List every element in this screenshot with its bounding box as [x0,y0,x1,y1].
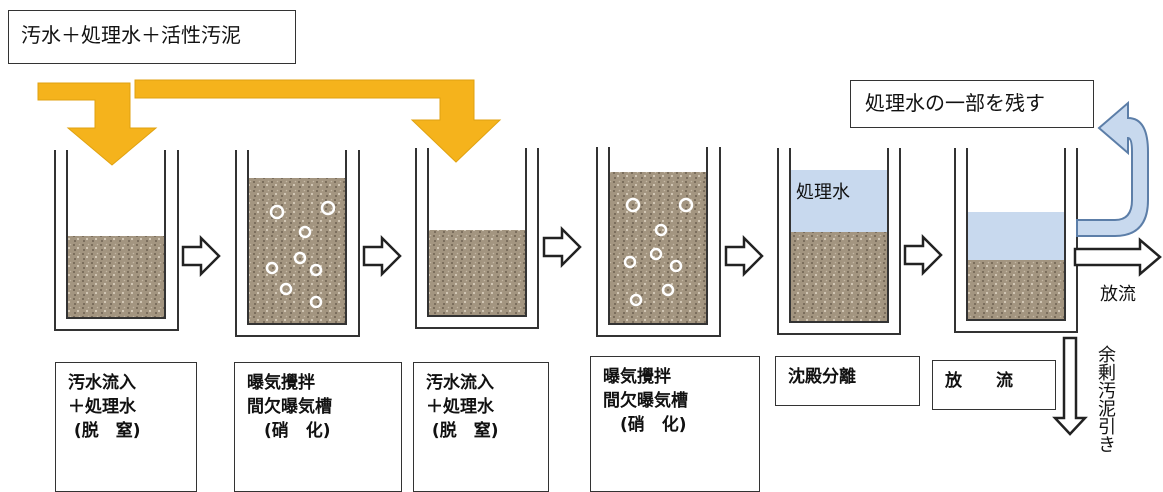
tank-3 [415,148,539,329]
recycle-label-box: 処理水の一部を残す [850,80,1094,128]
flow-arrow-2 [362,234,402,278]
flow-arrow-5 [903,233,943,277]
stage-label-2: 曝気攪拌 間欠曝気槽 (硝 化) [234,362,402,492]
tank-1 [54,150,179,331]
excess-sludge-label: 余剰汚泥引き [1095,345,1116,453]
flow-arrow-4 [724,234,764,278]
flow-arrow-1 [181,234,221,278]
input-label: 汚水＋処理水＋活性汚泥 [21,23,241,47]
discharge-label: 放流 [1100,284,1136,305]
discharge-arrow [1073,237,1162,277]
stage-label-4: 曝気攪拌 間欠曝気槽 (硝 化) [590,356,760,492]
clear-water-label: 処理水 [796,182,850,203]
flow-arrows [181,225,943,278]
recycle-label: 処理水の一部を残す [865,91,1045,115]
feed-arrow-1 [37,82,158,166]
recycle-arrow [1076,100,1149,237]
tank-2 [235,150,360,337]
stage-label-1: 汚水流入 ＋処理水 (脱 窒) [55,362,197,492]
feed-arrow-2 [134,79,502,163]
stage-label-3: 汚水流入 ＋処理水 (脱 窒) [413,362,549,492]
air-bubbles [265,200,336,309]
tank-5 [777,148,901,335]
stage-label-5: 沈殿分離 [775,356,920,406]
tank-6 [954,148,1078,333]
flow-arrow-3 [542,225,582,269]
stage-label-6: 放 流 [932,360,1056,410]
tank-4 [596,147,721,337]
excess-sludge-arrow [1052,336,1088,436]
input-label-box: 汚水＋処理水＋活性汚泥 [8,10,296,64]
feed-arrows [37,79,502,166]
air-bubbles [623,197,694,307]
